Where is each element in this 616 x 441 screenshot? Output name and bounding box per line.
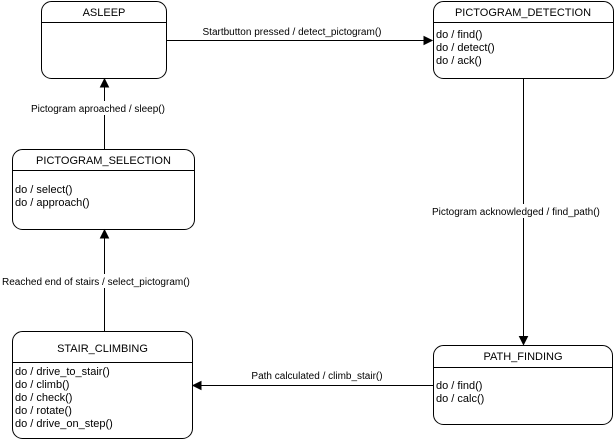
transition-approached-label-bg [28,101,196,115]
state-stair-climbing-action: do / drive_to_stair() [15,366,110,378]
state-path-finding-title: PATH_FINDING [483,351,562,363]
state-stair-climbing-action: do / climb() [15,379,69,391]
state-pictogram-detection[interactable]: PICTOGRAM_DETECTION do / find() do / det… [433,1,614,79]
arrowhead-icon [99,77,110,88]
state-path-finding[interactable]: PATH_FINDING do / find() do / calc() [433,345,613,425]
state-stair-climbing[interactable]: STAIR_CLIMBING do / drive_to_stair() do … [12,331,193,439]
state-pictogram-selection-title: PICTOGRAM_SELECTION [36,155,171,167]
transition-acknowledged-label-bg [430,204,616,218]
state-pictogram-detection-title: PICTOGRAM_DETECTION [455,7,591,19]
state-stair-climbing-box [12,331,193,439]
arrowhead-icon [99,228,110,239]
state-path-finding-action: do / find() [436,380,482,392]
arrowhead-icon [423,35,434,46]
transition-approached[interactable]: Pictogram aproached / sleep() [28,77,196,150]
state-asleep-title: ASLEEP [83,7,126,19]
arrowhead-icon [518,336,529,346]
state-path-finding-action: do / calc() [436,393,484,405]
transition-approached-label: Pictogram aproached / sleep() [31,104,165,115]
state-pictogram-detection-action: do / ack() [436,55,482,67]
state-pictogram-selection-action: do / select() [15,184,72,196]
state-pictogram-detection-action: do / detect() [436,42,495,54]
state-pictogram-selection-action: do / approach() [15,197,90,209]
transition-path-calculated[interactable]: Path calculated / climb_stair() [191,371,434,391]
transition-start[interactable]: Startbutton pressed / detect_pictogram() [166,27,434,46]
state-stair-climbing-action: do / rotate() [15,405,72,417]
transition-acknowledged-label: Pictogram acknowledged / find_path() [432,207,600,218]
state-stair-climbing-action: do / check() [15,392,72,404]
transition-path-calculated-label: Path calculated / climb_stair() [251,371,382,382]
state-pictogram-selection-box [12,149,195,230]
transition-start-label: Startbutton pressed / detect_pictogram() [203,27,382,38]
transition-end-of-stairs-label-bg [0,274,212,288]
transition-end-of-stairs-label: Reached end of stairs / select_pictogram… [2,277,190,288]
state-stair-climbing-title: STAIR_CLIMBING [57,343,148,355]
state-pictogram-selection[interactable]: PICTOGRAM_SELECTION do / select() do / a… [12,149,195,230]
arrowhead-icon [191,380,202,391]
state-asleep[interactable]: ASLEEP [41,1,167,79]
state-pictogram-detection-action: do / find() [436,29,482,41]
transition-end-of-stairs[interactable]: Reached end of stairs / select_pictogram… [0,228,212,332]
state-stair-climbing-action: do / drive_on_step() [15,418,113,430]
transition-acknowledged[interactable]: Pictogram acknowledged / find_path() [430,78,616,346]
